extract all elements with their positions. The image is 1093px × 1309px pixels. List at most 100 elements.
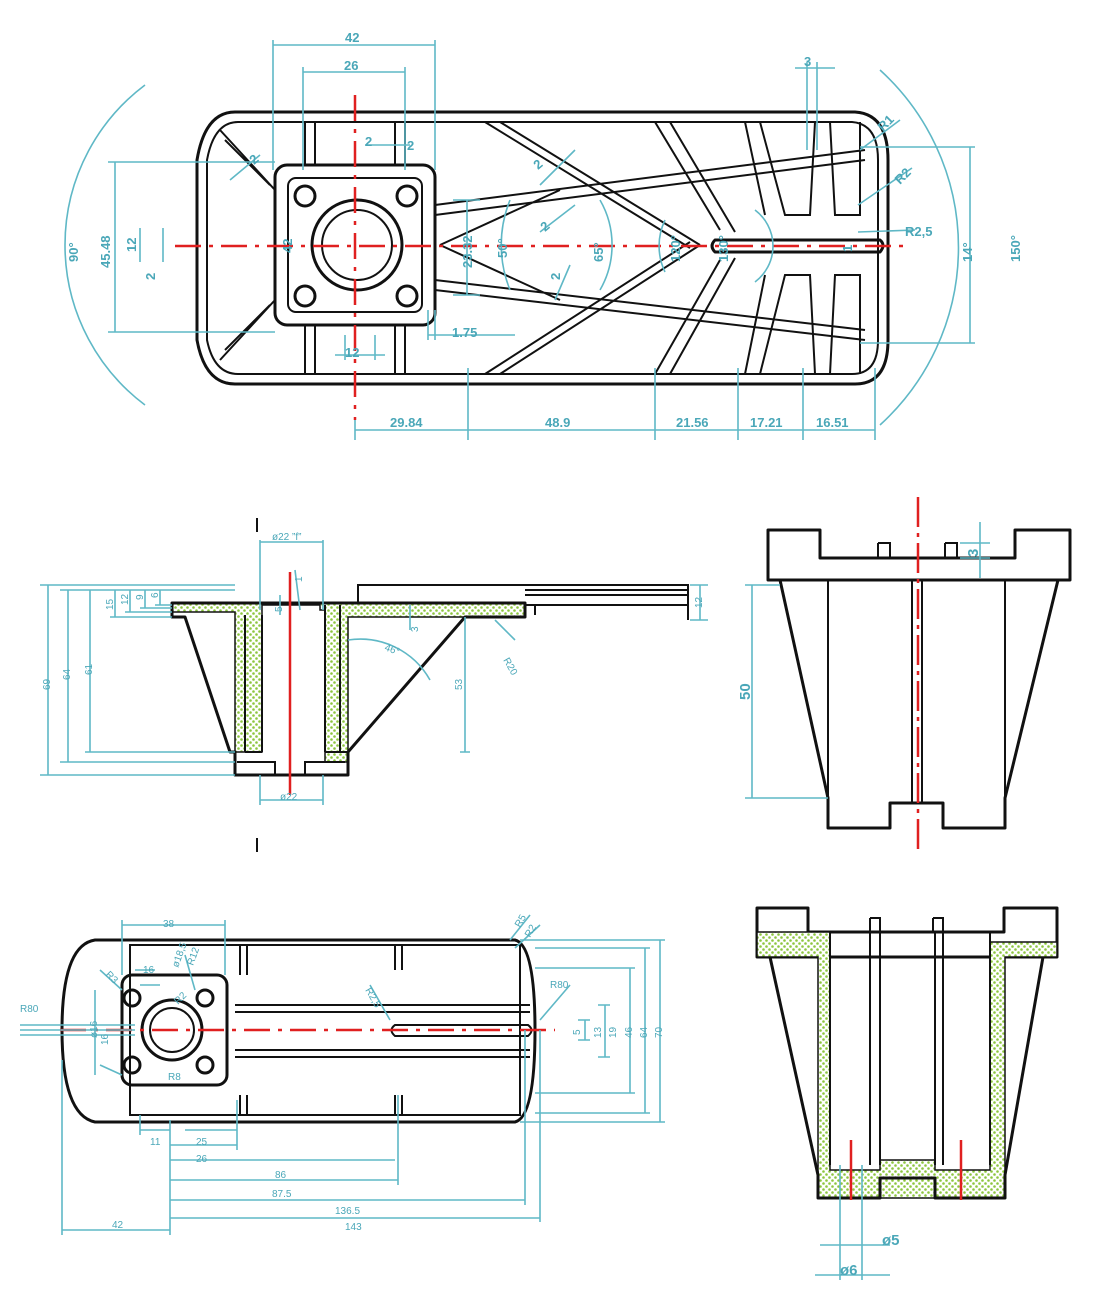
side-dim-53: 53 (454, 678, 465, 690)
bot-dim-25: 25 (196, 1137, 208, 1148)
bottom-bolt-tl (122, 988, 142, 1008)
side-section-view: ø22 ”f” 1 69 64 61 15 12 9 6 5 3 46° R20… (40, 518, 708, 852)
dim-2a: 2 (365, 134, 372, 149)
end-section-view: ø5 ø6 (755, 906, 1059, 1280)
side-dim-d22: ø22 (280, 792, 298, 803)
dim-42v: 42 (280, 239, 295, 253)
side-dim-5: 5 (274, 606, 285, 612)
side-dim-61: 61 (84, 663, 95, 675)
bolt-hole-tl (293, 184, 317, 208)
end-section-inner (829, 917, 991, 1165)
dim-21-56: 21.56 (676, 415, 709, 430)
dim-1: 1 (840, 245, 855, 252)
dim-50deg: 50° (495, 238, 510, 258)
top-inner-contour (206, 121, 879, 375)
side-inner-walls (237, 589, 689, 775)
bolt-hole-bl (293, 284, 317, 308)
top-slot (710, 238, 885, 254)
end-section-dimension-lines (815, 1165, 890, 1280)
top-view: 42 26 2 2 2 3 R1 R2 R2,5 90° 45.48 12 2 … (64, 30, 1023, 440)
end-dim-50: 50 (737, 683, 754, 700)
bottom-bolt-tr (195, 988, 215, 1008)
bot-dim-11: 11 (150, 1137, 161, 1148)
es-dim-d6: ø6 (840, 1262, 858, 1279)
bot-dim-r2-5: R2,5 (362, 986, 382, 1010)
bot-dim-143: 143 (345, 1222, 362, 1233)
end-view-dimension-lines (745, 522, 990, 799)
bot-dim-46: 46 (624, 1026, 635, 1038)
bot-dim-26: 26 (196, 1154, 208, 1165)
side-dim-d22f: ø22 ”f” (272, 532, 301, 543)
bot-dim-19: 19 (608, 1026, 619, 1038)
side-dimension-lines (40, 540, 708, 805)
bot-dim-70: 70 (654, 1026, 665, 1038)
dim-16-51: 16.51 (816, 415, 849, 430)
es-dim-d5: ø5 (882, 1232, 900, 1249)
bottom-ribs (235, 945, 533, 1115)
bot-dim-r8: R8 (168, 1072, 181, 1083)
bottom-outer-contour (60, 938, 537, 1124)
end-view-inner (827, 542, 1006, 803)
dim-r25: R2,5 (905, 224, 932, 239)
dim-150deg: 150° (1008, 235, 1023, 262)
bot-dim-r3: R3 (103, 969, 120, 986)
bot-dim-42: 42 (112, 1220, 124, 1231)
bottom-dimension-lines (20, 914, 665, 1235)
end-view: 3 50 (737, 497, 1072, 855)
side-dim-15: 15 (105, 598, 116, 610)
dim-65deg: 65° (591, 242, 606, 262)
dim-29-84: 29.84 (390, 415, 423, 430)
bot-dim-r80b: R80 (550, 980, 569, 991)
bot-dim-r80a: R80 (20, 1004, 39, 1015)
dim-130deg: 130° (716, 235, 731, 262)
side-dim-12: 12 (120, 593, 131, 605)
dim-2e: 2 (537, 218, 552, 234)
side-dim-3: 3 (410, 626, 421, 632)
end-dim-3: 3 (965, 549, 982, 557)
side-dim-r20: R20 (500, 656, 519, 678)
dim-2f: 2 (548, 273, 563, 280)
bot-dim-d16: ø16 (89, 1020, 100, 1038)
bot-dim-38: 38 (163, 919, 175, 930)
dim-26: 26 (344, 58, 358, 73)
bot-dim-16a: 16 (143, 965, 155, 976)
end-section-flanges (755, 906, 1059, 959)
bottom-bolt-bl (122, 1055, 142, 1075)
side-dim-6: 6 (150, 592, 161, 598)
end-view-outline (766, 528, 1072, 582)
dim-23-32: 23.32 (460, 235, 475, 268)
bot-dim-86: 86 (275, 1170, 287, 1181)
side-dim-12b: 12 (694, 596, 705, 608)
dim-14deg: 14° (960, 242, 975, 262)
bolt-hole-tr (395, 184, 419, 208)
bottom-bolt-br (195, 1055, 215, 1075)
side-dim-1: 1 (294, 576, 305, 582)
dim-12a: 12 (124, 238, 139, 252)
side-dim-69: 69 (42, 678, 53, 690)
top-outer-contour (195, 110, 890, 386)
side-dim-46deg: 46° (383, 642, 401, 658)
end-section-hatched-wall (756, 931, 1058, 1199)
dim-1-75: 1.75 (452, 325, 477, 340)
bot-dim-16b: 16 (100, 1033, 111, 1045)
dim-90deg: 90° (66, 242, 81, 262)
dim-12b: 12 (345, 345, 359, 360)
dim-r1: R1 (875, 112, 897, 134)
dim-48-9: 48.9 (545, 415, 570, 430)
side-dim-64: 64 (62, 668, 73, 680)
bot-dim-13: 13 (593, 1026, 604, 1038)
center-bore-outer (310, 198, 404, 292)
dim-45-48: 45.48 (98, 235, 113, 268)
bot-dim-r2b: R2 (523, 923, 539, 940)
dim-120deg: 120° (668, 235, 683, 262)
bot-dim-5: 5 (572, 1029, 583, 1035)
end-view-body (778, 579, 1060, 830)
bottom-view: 38 16 R3 ø18,5 R12 16 R2 ø16 R8 R80 R80 … (20, 913, 665, 1235)
dim-17-21: 17.21 (750, 415, 783, 430)
dim-2d: 2 (143, 273, 158, 280)
dim-2g: 2 (407, 138, 414, 153)
bot-dim-136-5: 136.5 (335, 1206, 360, 1217)
side-outline (170, 601, 527, 777)
bolt-hole-br (395, 284, 419, 308)
